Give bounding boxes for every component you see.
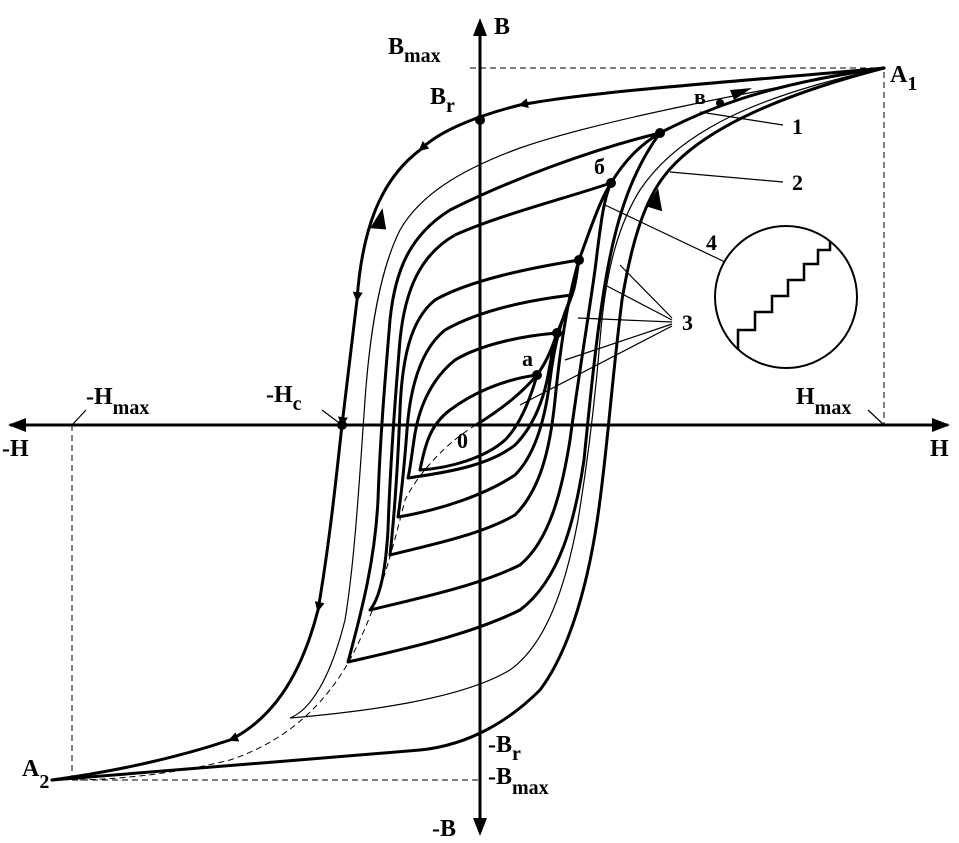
label-bmax: Bmax [388, 34, 441, 67]
callout-3-leader-e [519, 325, 673, 406]
minor-loop-2 [368, 181, 613, 612]
callout-3-leader-d [564, 323, 673, 361]
callout-4: 4 [706, 230, 717, 255]
callout-1-leader [699, 111, 784, 126]
b-axis-arrow-down [473, 818, 487, 836]
major-loop-descending [50, 66, 886, 782]
inset-staircase [736, 242, 832, 350]
point-mid [552, 328, 562, 338]
neg-hc-pointer [321, 409, 343, 426]
point-br [475, 115, 485, 125]
label-neg-bmax: -Bmax [488, 764, 549, 799]
callout-3-leader-c [577, 317, 673, 323]
point-b [606, 178, 616, 188]
minor-loop-3 [388, 258, 581, 557]
label-a2: A2 [22, 756, 49, 793]
thin-loop-descending [289, 67, 885, 719]
point-upper [655, 128, 665, 138]
callout-2-leader [669, 171, 784, 183]
arrow-initial [730, 88, 752, 100]
point-v [716, 99, 724, 107]
label-point-b: б [594, 154, 605, 179]
label-neg-h-axis: -H [2, 436, 29, 462]
minor-loop-1 [346, 131, 662, 664]
arrow-ascending [646, 188, 663, 212]
major-loop-ascending [50, 66, 886, 782]
callout-3: 3 [682, 310, 693, 335]
arrow-descending [370, 208, 387, 230]
thin-loop-ascending [289, 67, 885, 719]
label-origin: 0 [457, 428, 468, 453]
hmax-pointer [867, 409, 885, 426]
h-axis-arrow-right [932, 418, 950, 432]
minor-loop-5 [406, 331, 559, 480]
neg-hmax-pointer [71, 409, 87, 426]
point-upper-mid [574, 255, 584, 265]
label-neg-b-axis: -B [432, 816, 456, 842]
label-h-axis: H [930, 436, 949, 462]
label-point-v: в [694, 84, 706, 109]
label-hmax: Hmax [796, 384, 851, 419]
label-neg-hc: -Hc [266, 382, 302, 415]
callout-3-leader-b [604, 284, 673, 321]
label-b-axis: B [494, 14, 510, 40]
callout-1: 1 [792, 114, 803, 139]
minor-loop-4 [396, 293, 574, 519]
label-neg-br: -Br [488, 732, 521, 765]
point-a [532, 370, 542, 380]
label-a1: A1 [890, 62, 917, 95]
label-br: Br [430, 84, 455, 117]
callout-2: 2 [792, 170, 803, 195]
callout-3-leader-a [619, 264, 673, 319]
h-axis-arrow-left [8, 418, 26, 432]
b-axis-arrow-up [473, 18, 487, 36]
minor-loop-innermost [418, 373, 539, 472]
label-neg-hmax: -Hmax [86, 384, 149, 419]
inset-magnifier-circle [714, 225, 858, 369]
callout-4-leader [604, 204, 726, 263]
label-point-a: а [522, 346, 533, 371]
